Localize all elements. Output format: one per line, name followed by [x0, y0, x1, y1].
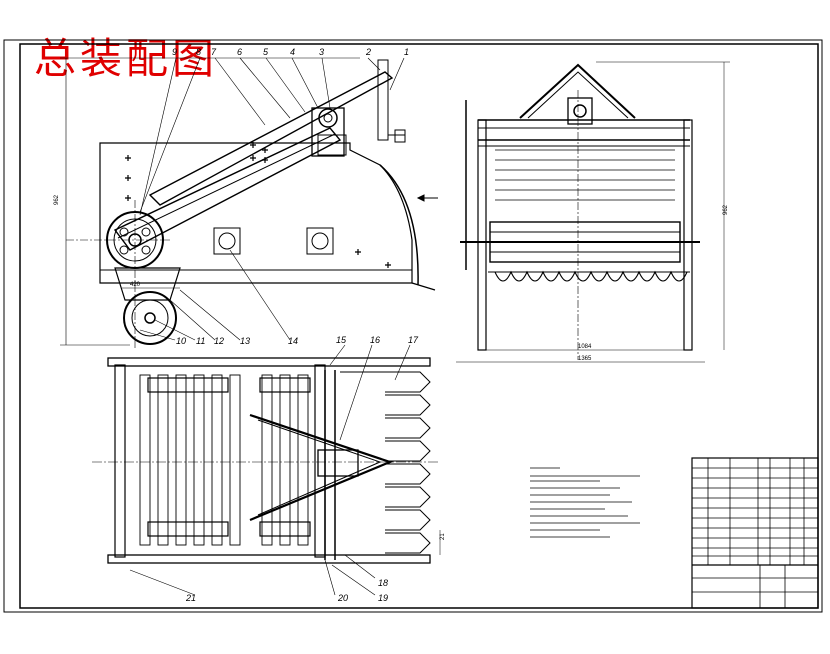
part-number-21: 21: [185, 593, 196, 603]
part-number-19: 19: [378, 593, 388, 603]
technical-notes: [530, 467, 640, 538]
side-view: [456, 61, 730, 363]
dimension-labels: 962 420 962 1084 1365 21: [54, 194, 729, 540]
part-number-3: 3: [319, 47, 324, 57]
part-number-15: 15: [336, 335, 347, 345]
part-number-6: 6: [237, 47, 242, 57]
part-number-7: 7: [211, 47, 217, 57]
parts-list-table: [691, 457, 819, 609]
part-number-11: 11: [196, 336, 205, 346]
front-height-dimension: 962: [54, 194, 60, 205]
part-number-8: 8: [196, 47, 201, 57]
plan-offset-dimension: 21: [440, 533, 446, 540]
front-view: [60, 57, 438, 350]
side-inner-width-dimension: 1084: [578, 344, 592, 350]
part-number-9: 9: [172, 47, 177, 57]
plan-view: [92, 344, 441, 596]
part-number-14: 14: [288, 336, 298, 346]
part-number-2: 2: [365, 47, 371, 57]
side-height-dimension: 962: [723, 204, 729, 215]
front-bottom-dimension: 420: [130, 282, 141, 288]
part-number-4: 4: [290, 47, 295, 57]
part-number-17: 17: [408, 335, 419, 345]
part-number-12: 12: [214, 336, 224, 346]
part-number-16: 16: [370, 335, 380, 345]
part-number-5: 5: [263, 47, 269, 57]
part-number-20: 20: [337, 593, 348, 603]
outer-frame: [3, 39, 823, 613]
part-number-10: 10: [176, 336, 186, 346]
side-outer-width-dimension: 1365: [578, 356, 592, 362]
part-number-18: 18: [378, 578, 388, 588]
part-number-13: 13: [240, 336, 250, 346]
part-number-1: 1: [404, 47, 409, 57]
part-number-labels: 1 2 3 4 5 6 7 8 9 10 11 12 13 14 15 16 1…: [172, 47, 419, 603]
inner-frame: [19, 43, 819, 609]
